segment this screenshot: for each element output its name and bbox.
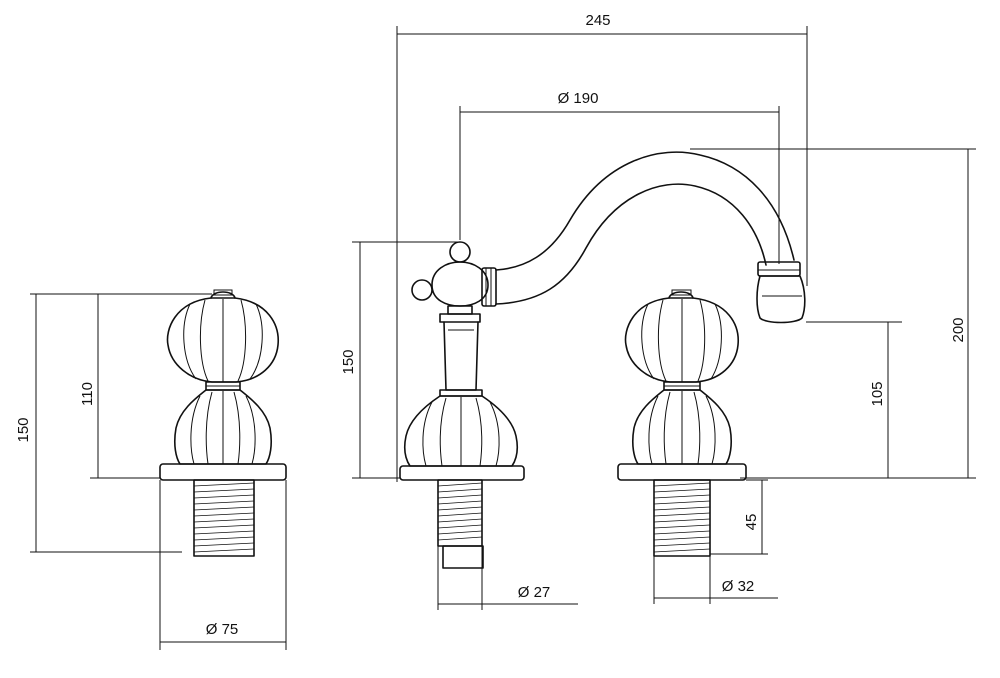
dim-spout-height: 200	[950, 317, 967, 342]
spout-top-ball	[449, 241, 471, 263]
right-handle-base	[617, 463, 747, 481]
spout-aerator	[756, 275, 806, 324]
dim-thread-length: 45	[743, 514, 760, 531]
dim-spout-reach: Ø 190	[558, 90, 599, 107]
dim-overall-width: 245	[585, 12, 610, 29]
spout-stem	[443, 321, 479, 391]
left-handle	[159, 289, 287, 557]
right-thread-lines	[653, 482, 711, 553]
left-thread-lines	[193, 482, 255, 553]
right-handle	[617, 289, 747, 557]
spout-connector	[481, 267, 497, 307]
dim-spout-body-height: 150	[340, 349, 357, 374]
spout-aerator-ring	[757, 261, 801, 277]
dim-spout-outlet-height: 105	[869, 381, 886, 406]
dim-handle-total-height: 150	[15, 417, 32, 442]
spout-valve-head	[431, 261, 489, 307]
dim-spout-thread-diameter: Ø 27	[518, 584, 551, 601]
spout-side-ball	[411, 279, 433, 301]
spout-pipe-inner	[495, 183, 767, 305]
left-handle-base	[159, 463, 287, 481]
right-knob-ribs	[641, 299, 722, 382]
spout-thread	[437, 479, 483, 547]
spout-thread-lines	[437, 482, 483, 541]
left-knob-ribs	[183, 299, 263, 382]
spout-nipple	[442, 545, 484, 569]
dimension-lines	[30, 26, 976, 650]
spout-base	[399, 465, 525, 481]
left-handle-thread	[193, 479, 255, 557]
dim-handle-thread-diameter: Ø 32	[722, 578, 755, 595]
spout-assembly	[399, 151, 806, 569]
dim-handle-height: 110	[79, 382, 96, 406]
right-handle-thread	[653, 479, 711, 557]
spout-pipe-outer	[495, 151, 795, 271]
dim-base-diameter: Ø 75	[206, 621, 239, 638]
